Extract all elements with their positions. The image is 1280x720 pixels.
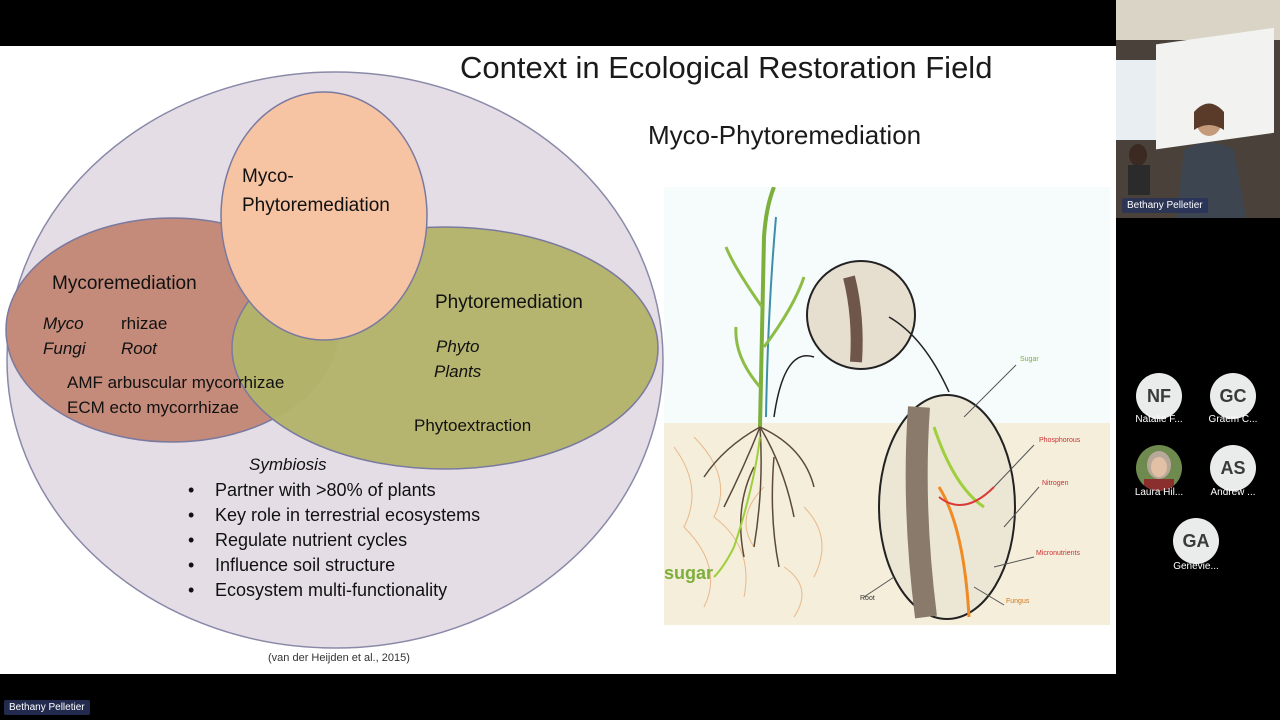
sugar-flow [713, 436, 761, 578]
presentation-slide: Context in Ecological Restoration Field … [0, 46, 1116, 674]
ecm-label: ECM ecto mycorrhizae [67, 398, 239, 417]
sugar-big-label: sugar [664, 563, 713, 583]
bullet-item: Partner with >80% of plants [188, 478, 480, 503]
participant-tile[interactable]: GC [1210, 373, 1256, 419]
participant-name: Graem C... [1208, 414, 1258, 425]
presenter-video-tile[interactable]: Bethany Pelletier [1116, 0, 1280, 218]
sugar-callout: Sugar [1020, 356, 1039, 363]
fungal-hyphae [673, 436, 823, 618]
mycorrhiza-illustration: sugar Sugar Phosphorous Nitrogen Micronu… [664, 187, 1110, 625]
participant-name: Natalie F... [1135, 414, 1183, 425]
presenter-name-tag: Bethany Pelletier [1122, 198, 1208, 213]
plant-roots [703, 426, 815, 568]
citation: (van der Heijden et al., 2015) [268, 652, 410, 664]
myco-term: Myco [43, 314, 84, 333]
participant-tile[interactable]: AS [1210, 445, 1256, 491]
presenter-video [1116, 0, 1280, 218]
participant-avatar: GC [1210, 373, 1256, 419]
phytoextraction-label: Phytoextraction [414, 416, 532, 435]
plants-term: Plants [434, 362, 482, 381]
participant-photo-avatar [1136, 445, 1182, 491]
fungi-term: Fungi [43, 339, 86, 358]
mycophyto-ellipse [220, 91, 428, 341]
bullet-item: Influence soil structure [188, 553, 480, 578]
participant-avatar: AS [1210, 445, 1256, 491]
participant-tile[interactable]: GA [1173, 518, 1219, 564]
callout-lines [863, 364, 1040, 606]
phytoremediation-label: Phytoremediation [435, 292, 583, 313]
nitrogen-callout: Nitrogen [1042, 480, 1069, 487]
slide-title: Context in Ecological Restoration Field [460, 50, 993, 85]
slide-subtitle: Myco-Phytoremediation [648, 120, 922, 150]
rhizae-term: rhizae [121, 314, 168, 333]
phosphorous-callout: Phosphorous [1039, 437, 1081, 444]
zoom-circle-large [878, 394, 1016, 620]
participant-avatar: GA [1173, 518, 1219, 564]
mycophyto-label-line1: Myco- [242, 166, 294, 187]
fungus-callout: Fungus [1006, 598, 1030, 605]
phyto-term: Phyto [436, 337, 480, 356]
symbiosis-bullet-list: Partner with >80% of plants Key role in … [188, 478, 480, 603]
root-cross-section [905, 406, 937, 619]
root-term: Root [121, 339, 157, 358]
mycoremediation-label: Mycoremediation [52, 273, 197, 294]
bullet-item: Key role in terrestrial ecosystems [188, 503, 480, 528]
participant-avatar: NF [1136, 373, 1182, 419]
amf-label: AMF arbuscular mycorrhizae [67, 373, 285, 392]
symbiosis-label: Symbiosis [249, 455, 327, 474]
root-callout: Root [860, 595, 875, 602]
participant-name: Genevie... [1173, 561, 1219, 572]
participant-name: Andrew ... [1210, 487, 1256, 498]
zoom-arrow-1 [773, 355, 815, 418]
bullet-item: Regulate nutrient cycles [188, 528, 480, 553]
plant-stem [724, 187, 806, 428]
mycophyto-label-line2: Phytoremediation [242, 195, 390, 216]
micronutrients-callout: Micronutrients [1036, 550, 1080, 557]
zoom-arrow-2 [888, 316, 950, 393]
participant-tile[interactable] [1136, 445, 1182, 496]
participant-tile[interactable]: NF [1136, 373, 1182, 419]
venn-diagram [5, 71, 664, 649]
shared-screen-name-tag: Bethany Pelletier [4, 700, 90, 715]
bullet-item: Ecosystem multi-functionality [188, 578, 480, 603]
participant-name: Laura Hil... [1134, 487, 1184, 498]
